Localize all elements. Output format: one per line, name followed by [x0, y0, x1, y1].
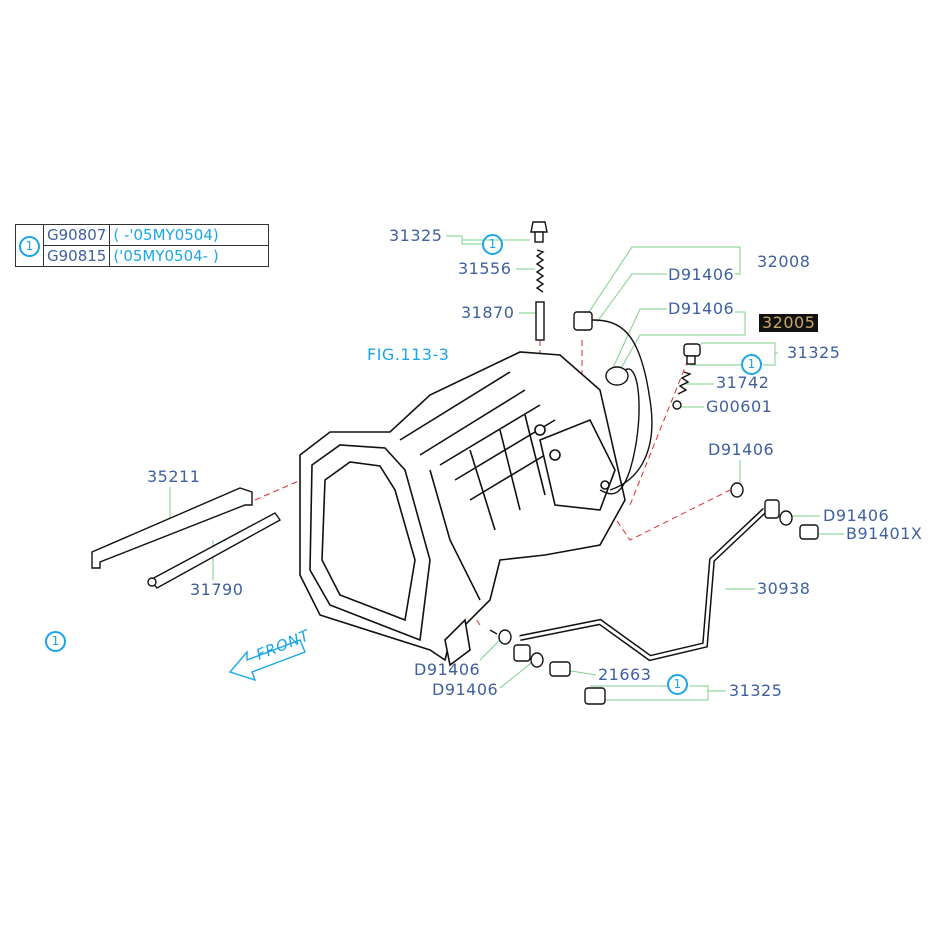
marker-one-icon: 1 [19, 235, 40, 257]
leader-lines [169, 235, 844, 701]
part-label-d91406[interactable]: D91406 [823, 506, 890, 525]
part-label-g00601[interactable]: G00601 [706, 397, 773, 416]
part-label-b91401x[interactable]: B91401X [846, 524, 923, 543]
marker-one-icon: 1 [741, 354, 762, 375]
part-label-32008[interactable]: 32008 [757, 252, 811, 271]
parts [91, 221, 819, 705]
part-label-31325[interactable]: 31325 [389, 226, 443, 245]
part-label-31325[interactable]: 31325 [729, 681, 783, 700]
marker-one-icon: 1 [482, 234, 503, 255]
legend-code[interactable]: G90807 [42, 224, 111, 246]
transmission-case [299, 351, 626, 667]
legend-row: G90815 ('05MY0504- ) [16, 245, 270, 267]
part-label-31790[interactable]: 31790 [190, 580, 244, 599]
marker-one-icon: 1 [45, 631, 66, 652]
part-label-d91406[interactable]: D91406 [432, 680, 499, 699]
part-label-31870[interactable]: 31870 [461, 303, 515, 322]
part-label-31742[interactable]: 31742 [716, 373, 770, 392]
part-label-32005-highlighted[interactable]: 32005 [759, 314, 819, 332]
legend-code[interactable]: G90815 [42, 245, 111, 267]
legend-range: ('05MY0504- ) [109, 245, 270, 267]
legend-range: ( -'05MY0504) [109, 224, 270, 246]
legend-marker-cell: 1 [15, 224, 44, 267]
part-label-35211[interactable]: 35211 [147, 467, 201, 486]
part-label-d91406[interactable]: D91406 [708, 440, 775, 459]
legend-row: 1 G90807 ( -'05MY0504) [15, 224, 270, 267]
part-label-d91406[interactable]: D91406 [668, 299, 735, 318]
legend-table: 1 G90807 ( -'05MY0504) G90815 ('05MY0504… [15, 224, 270, 267]
part-label-31325[interactable]: 31325 [787, 343, 841, 362]
part-label-d91406[interactable]: D91406 [668, 265, 735, 284]
part-label-21663[interactable]: 21663 [598, 665, 652, 684]
part-label-31556[interactable]: 31556 [458, 259, 512, 278]
figure-reference-link[interactable]: FIG.113-3 [367, 345, 450, 364]
marker-one-icon: 1 [667, 674, 688, 695]
part-label-30938[interactable]: 30938 [757, 579, 811, 598]
part-label-d91406[interactable]: D91406 [414, 660, 481, 679]
